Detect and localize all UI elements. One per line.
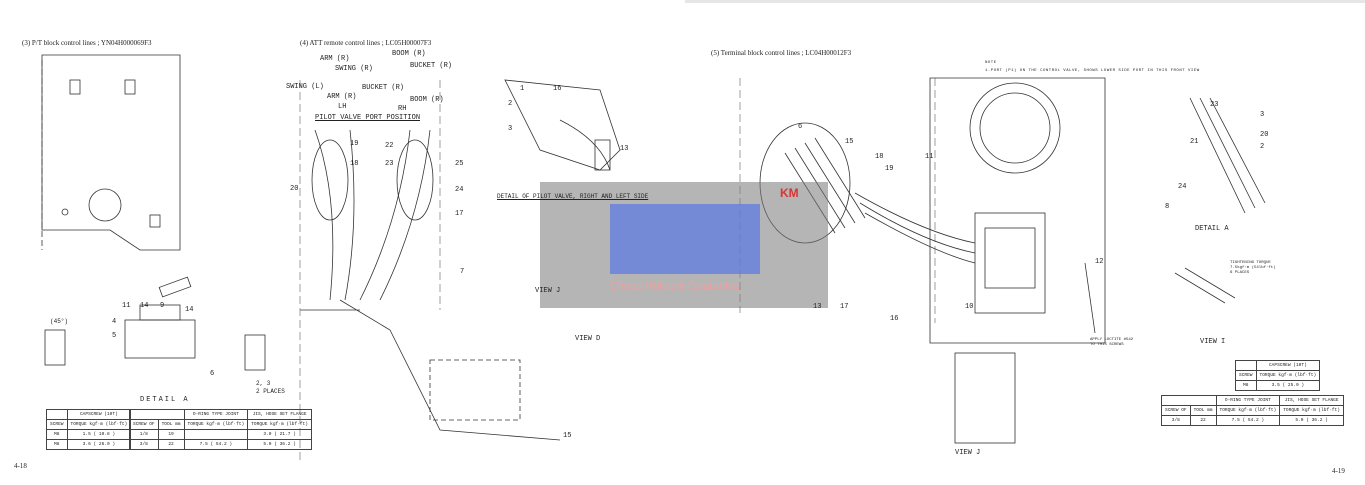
angle-note: (45°): [50, 318, 69, 325]
table-header: SCREW OF: [1161, 405, 1191, 416]
pilot-label: ARM (R): [327, 93, 357, 101]
table-header: SCREW OF: [129, 419, 159, 430]
callout: 6: [798, 123, 803, 131]
callout: 23: [385, 160, 394, 168]
callout: 15: [845, 138, 854, 146]
callout: 14: [185, 306, 194, 314]
table-header: O-RING TYPE JOINT: [183, 409, 249, 420]
watermark-brand: KM: [780, 186, 799, 200]
callout: 1: [520, 85, 525, 93]
callout: 6: [210, 370, 215, 378]
callout: 24: [1178, 183, 1187, 191]
callout: 16: [553, 85, 562, 93]
table-header: TOOL mm: [157, 419, 185, 430]
section-5-title: (5) Terminal block control lines ; LC04H…: [711, 49, 852, 57]
view-j-label: VIEW J: [955, 449, 981, 457]
apply-loctite-note: APPLY LOCTITE #542 TO THIS SCREWS: [1090, 338, 1134, 347]
callout: 12: [1095, 258, 1104, 266]
pilot-label: BOOM (R): [392, 50, 426, 58]
callout: 4: [112, 318, 117, 326]
callout: 20: [1260, 131, 1269, 139]
detail-a-label: DETAIL A: [140, 396, 190, 404]
pilot-label: SWING (R): [335, 65, 373, 73]
view-i-label: VIEW I: [1200, 338, 1226, 346]
wrench-logo-icon: [610, 204, 760, 274]
view-d-label: VIEW D: [575, 335, 601, 343]
callout: 17: [455, 210, 464, 218]
pilot-label: LH: [338, 103, 347, 111]
table-header: TORQUE kgf·m (lbf·ft): [1255, 370, 1321, 381]
callout: 3: [1260, 111, 1265, 119]
section-3-title: (3) P/T block control lines ; YN04H00006…: [22, 39, 152, 47]
pilot-label: ARM (R): [320, 55, 350, 63]
watermark: KM Cheap Reliable Guarantee: [540, 182, 828, 308]
callout: 24: [455, 186, 464, 194]
pilot-label: BOOM (R): [410, 96, 444, 104]
table-header: JIS, HOSE SET FLANGE: [247, 409, 312, 420]
pilot-valve-title: PILOT VALVE PORT POSITION: [315, 114, 421, 122]
callout: 3: [508, 125, 513, 133]
callout: 22: [385, 142, 394, 150]
page-number: 4-18: [14, 462, 27, 470]
watermark-slogan: Cheap Reliable Guarantee: [610, 280, 741, 292]
callout: 18: [350, 160, 359, 168]
table-header: JIS, HOSE SET FLANGE: [1279, 395, 1344, 406]
callout: 8: [1165, 203, 1170, 211]
note-title: NOTE: [985, 61, 997, 65]
pilot-label: SWING (L): [286, 83, 324, 91]
detail-a-label: DETAIL A: [1195, 225, 1229, 233]
callout: 11: [925, 153, 934, 161]
callout: 2: [508, 100, 513, 108]
callout: 17: [840, 303, 849, 311]
page-number: 4-19: [1332, 467, 1345, 475]
view-j-label: VIEW J: [535, 287, 561, 295]
callout: 5: [112, 332, 117, 340]
callout: 18: [875, 153, 884, 161]
callout: 25: [455, 160, 464, 168]
table-header: CAPSCREW (10T): [1255, 360, 1321, 371]
table-header: SCREW: [46, 419, 68, 430]
table-header: CAPSCREW (10T): [66, 409, 132, 420]
callout: 14: [140, 302, 149, 310]
callout: 23: [1210, 101, 1219, 109]
callout: 2: [1260, 143, 1265, 151]
note-text: 1.PORT (P1) ON THE CONTROL VALVE, SHOWS …: [985, 69, 1200, 73]
table-header: O-RING TYPE JOINT: [1215, 395, 1281, 406]
callout: 11: [122, 302, 131, 310]
table-header: SCREW: [1235, 370, 1257, 381]
callout: 19: [350, 140, 359, 148]
callout: 13: [813, 303, 822, 311]
callout: 19: [885, 165, 894, 173]
hydraulic-line-drawings: [41, 54, 621, 460]
callout: 10: [965, 303, 974, 311]
section-4-title: (4) ATT remote control lines ; LC05H0000…: [300, 39, 432, 47]
callout: 21: [1190, 138, 1199, 146]
tightening-note: TIGHTENING TORQUE 7.5kgf·m (54lbf·ft) 6 …: [1230, 261, 1276, 275]
callout: 16: [890, 315, 899, 323]
detail-pilot-title: DETAIL OF PILOT VALVE, RIGHT AND LEFT SI…: [497, 193, 649, 200]
places-note: 2, 3 2 PLACES: [256, 380, 285, 395]
callout: 13: [620, 145, 629, 153]
callout: 20: [290, 185, 299, 193]
pilot-label: BUCKET (R): [362, 84, 405, 92]
callout: 15: [563, 432, 572, 440]
pilot-label: RH: [398, 105, 407, 113]
pilot-label: BUCKET (R): [410, 62, 453, 70]
table-header: TORQUE kgf·m (lbf·ft): [66, 419, 132, 430]
callout: 7: [460, 268, 465, 276]
table-header: TOOL mm: [1189, 405, 1217, 416]
callout: 9: [160, 302, 165, 310]
